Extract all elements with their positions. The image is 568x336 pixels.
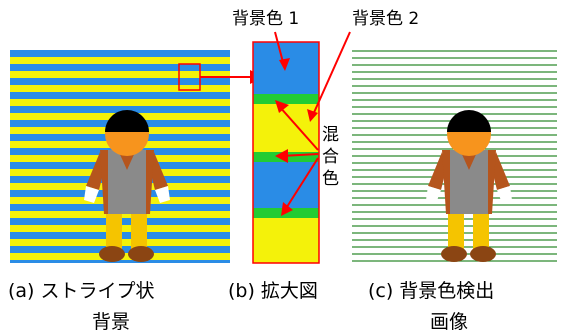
right-hand xyxy=(155,186,170,203)
right-leg xyxy=(131,212,147,252)
arrow-bg2-head xyxy=(307,109,318,122)
arrow-mix3-line xyxy=(284,157,319,211)
person-figure-c xyxy=(426,110,512,262)
right-hand xyxy=(497,186,512,203)
enlarged-blue-band-2 xyxy=(253,162,319,208)
arrow-mix2-head xyxy=(275,149,288,163)
right-leg xyxy=(473,212,489,252)
right-shoe xyxy=(128,246,154,262)
enlarged-frame xyxy=(252,41,320,264)
blue-stripe xyxy=(10,92,230,99)
blue-stripe xyxy=(10,106,230,113)
enlarged-mix-band-1 xyxy=(253,94,319,104)
label-mixed-color-char-3: 色 xyxy=(322,169,339,189)
vest xyxy=(450,150,488,214)
left-shoe xyxy=(441,246,467,262)
label-bg-color-1: 背景色 1 xyxy=(232,9,299,29)
caption-a-line1: (a) ストライプ状 xyxy=(8,280,155,302)
arrow-mix1-line xyxy=(278,105,319,151)
caption-c-line2: 画像 xyxy=(430,311,468,333)
vest xyxy=(108,150,146,214)
person-figure-a xyxy=(84,110,170,262)
right-arm xyxy=(150,152,168,190)
blue-stripe xyxy=(10,64,230,71)
right-arm xyxy=(492,152,510,190)
left-leg xyxy=(106,212,122,252)
left-leg xyxy=(448,212,464,252)
label-mixed-color-char-2: 合 xyxy=(322,147,339,167)
caption-a-line2: 背景 xyxy=(92,311,130,333)
blue-stripe xyxy=(10,50,230,57)
blue-stripe xyxy=(10,78,230,85)
arrow-mix1-head xyxy=(275,100,289,113)
label-bg-color-2: 背景色 2 xyxy=(352,9,419,29)
left-arm xyxy=(428,152,446,190)
arrow-mix3-head xyxy=(281,202,293,216)
arrow-bg2-line xyxy=(311,31,351,118)
caption-c-line1: (c) 背景色検出 xyxy=(368,280,494,302)
left-hand xyxy=(426,186,441,203)
left-shoe xyxy=(99,246,125,262)
left-hand xyxy=(84,186,99,203)
label-mixed-color-char-1: 混 xyxy=(322,125,339,145)
blue-stripe xyxy=(10,260,230,263)
hair xyxy=(105,110,149,132)
hair xyxy=(447,110,491,132)
caption-b: (b) 拡大図 xyxy=(228,280,318,302)
arrow-bg1-head xyxy=(279,58,290,71)
right-shoe xyxy=(470,246,496,262)
left-arm xyxy=(86,152,104,190)
